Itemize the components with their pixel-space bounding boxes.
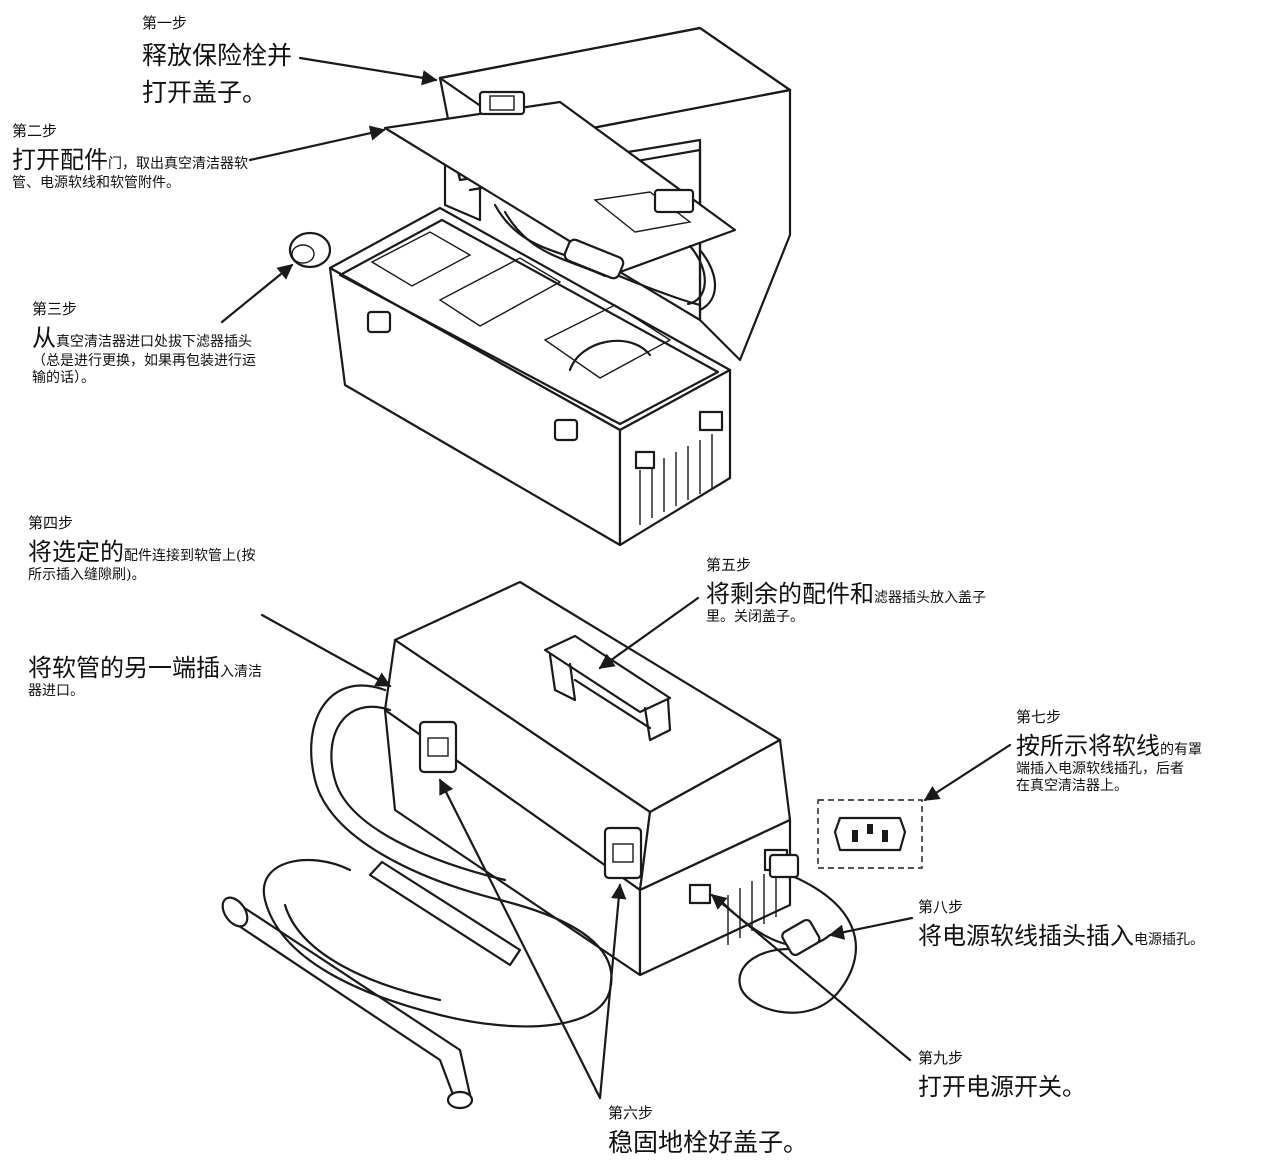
step-3-line-2: （总是进行更换，如果再包装进行运 (32, 352, 256, 369)
step-4-heading: 第四步 (28, 514, 74, 532)
step-7-line-2: 端插入电源软线插孔，后者 (1016, 760, 1184, 777)
step-8-heading: 第八步 (918, 898, 964, 916)
step-5-callout: 第五步 将剩余的配件和滤器插头放入盖子 里。关闭盖子。 (706, 556, 986, 626)
step-7-heading: 第七步 (1016, 708, 1062, 726)
open-vacuum-case (288, 26, 792, 547)
step-6-heading: 第六步 (608, 1104, 654, 1122)
step-5-line-2: 里。关闭盖子。 (706, 608, 804, 625)
step-6-line-1: 稳固地栓好盖子。 (608, 1127, 809, 1157)
step-9-heading: 第九步 (918, 1049, 964, 1067)
step-9-callout: 第九步 打开电源开关。 (918, 1049, 1086, 1102)
step-9-line-1: 打开电源开关。 (918, 1072, 1086, 1101)
step-4-hose-text: 入清洁 (220, 664, 262, 680)
step-7-callout: 第七步 按所示将软线的有罩 端插入电源软线插孔，后者 在真空清洁器上。 (1016, 708, 1202, 796)
step-2-heading: 第二步 (12, 122, 58, 140)
step-3-line-3: 输的话）。 (32, 370, 95, 387)
step-5-heading: 第五步 (706, 556, 752, 574)
step-3-callout: 第三步 从真空清洁器进口处拔下滤器插头 （总是进行更换，如果再包装进行运 输的话… (32, 300, 256, 388)
step-7-emphasis: 按所示将软线 (1016, 731, 1160, 760)
step-4-hose-emphasis: 将软管的另一端插 (28, 654, 220, 682)
step-3-emphasis: 从 (32, 323, 56, 352)
closed-vacuum (221, 580, 858, 1110)
step-8-emphasis: 将电源软线插头插入 (918, 921, 1134, 950)
step-3-text: 真空清洁器进口处拔下滤器插头 (56, 333, 252, 350)
step-5-text: 滤器插头放入盖子 (874, 589, 986, 606)
step-4-hose-callout: 将软管的另一端插入清洁 器进口。 (28, 653, 262, 701)
step-2-text: 门，取出真空清洁器软 (108, 155, 248, 172)
step-6-callout: 第六步 稳固地栓好盖子。 (608, 1104, 808, 1158)
step-1-line-2: 打开盖子。 (142, 78, 268, 108)
step-2-emphasis: 打开配件 (12, 145, 108, 174)
step-4-text: 配件连接到软管上(按 (124, 547, 256, 564)
step-4-callout: 第四步 将选定的配件连接到软管上(按 所示插入缝隙刷)。 (28, 514, 255, 584)
step-7-text: 的有罩 (1160, 741, 1202, 758)
step-7-line-3: 在真空清洁器上。 (1016, 778, 1128, 795)
step-2-line-2: 管、电源软线和软管附件。 (12, 174, 180, 191)
step-8-callout: 第八步 将电源软线插头插入电源插孔。 (918, 898, 1204, 951)
step-5-emphasis: 将剩余的配件和 (706, 579, 874, 608)
step-1-heading: 第一步 (142, 14, 188, 32)
step-3-heading: 第三步 (32, 300, 78, 318)
callout-arrows (220, 56, 1012, 1100)
step-2-callout: 第二步 打开配件门，取出真空清洁器软 管、电源软线和软管附件。 (12, 122, 248, 192)
step-4-line-2: 所示插入缝隙刷)。 (28, 566, 146, 583)
step-1-line-1: 释放保险栓并 (142, 40, 293, 70)
step-4-hose-line-2: 器进口。 (28, 683, 84, 699)
power-inlet-inset (817, 799, 923, 869)
step-1-callout: 第一步 释放保险栓并 打开盖子。 (142, 14, 292, 112)
step-8-text: 电源插孔。 (1134, 931, 1204, 948)
step-4-emphasis: 将选定的 (28, 537, 124, 566)
